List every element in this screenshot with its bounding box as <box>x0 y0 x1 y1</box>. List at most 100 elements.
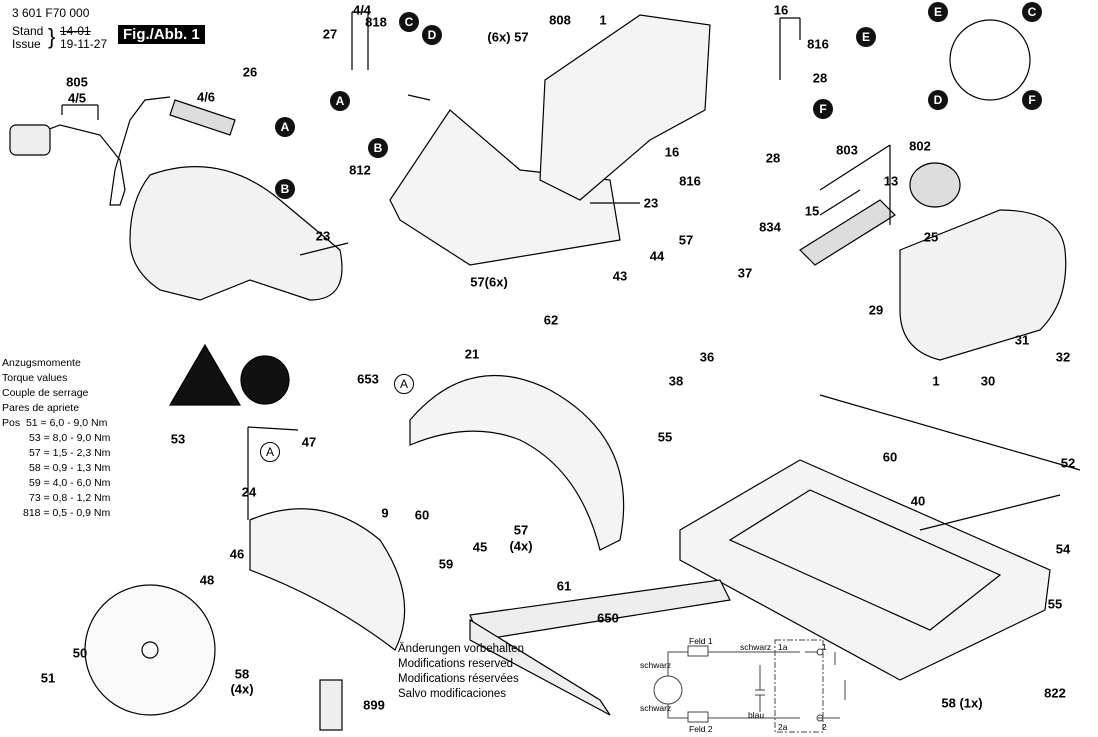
part-label: 54 <box>1055 541 1071 557</box>
part-label: 23 <box>315 228 331 244</box>
bearing-ring <box>949 19 1031 101</box>
power-cord <box>19 96 171 206</box>
part-label: 816 <box>679 173 701 189</box>
connection-marker: B <box>368 138 388 158</box>
connection-marker: F <box>1022 90 1042 110</box>
part-label: 834 <box>759 219 781 235</box>
motor-housing <box>899 209 1067 361</box>
schematic-blau: blau <box>748 710 765 720</box>
part-label: 51 <box>40 670 56 686</box>
torque-value: 51 = 6,0 - 9,0 Nm <box>25 417 108 429</box>
note: Salvo modificaciones <box>398 688 507 700</box>
part-label: 36 <box>699 349 715 365</box>
schematic-1: 1 <box>822 642 827 652</box>
wiring-schematic <box>653 639 846 733</box>
part-label: 45 <box>472 539 488 555</box>
part-label: 60 <box>882 449 898 465</box>
connection-marker: A <box>275 117 295 137</box>
warning-icon <box>168 343 242 406</box>
part-label: 58 <box>234 666 250 682</box>
part-label: 57 <box>678 232 694 248</box>
part-label: 805 <box>66 74 88 90</box>
torque-title-en: Torque values <box>2 372 68 384</box>
housing-half-left <box>389 109 621 266</box>
figure-label: Fig./Abb. 1 <box>118 25 205 44</box>
connection-marker: D <box>422 25 442 45</box>
stand-value: 14-01 <box>60 24 91 38</box>
note: Änderungen vorbehalten <box>398 643 524 655</box>
handle <box>129 166 343 301</box>
part-label: 32 <box>1055 349 1071 365</box>
part-label: 818 <box>365 14 387 30</box>
part-label: 653 <box>357 371 379 387</box>
field-coil <box>909 162 961 208</box>
torque-value: 53 = 8,0 - 9,0 Nm <box>29 432 111 444</box>
part-label: 52 <box>1060 455 1076 471</box>
connection-marker: E <box>928 2 948 22</box>
torque-values: Anzugsmomente Torque values Couple de se… <box>2 356 110 521</box>
cord-sleeve <box>169 99 236 136</box>
part-label: 23 <box>643 195 659 211</box>
connection-marker: E <box>856 27 876 47</box>
torque-title-de: Anzugsmomente <box>2 357 81 369</box>
part-label: 803 <box>836 142 858 158</box>
brace: } <box>48 24 56 49</box>
note: Modifications réservées <box>398 673 519 685</box>
torque-title-fr: Couple de serrage <box>2 387 89 399</box>
part-label: 4/6 <box>196 89 216 105</box>
schematic-feld1: Feld 1 <box>689 636 713 646</box>
note: Modifications reserved <box>398 658 514 670</box>
part-label: 21 <box>464 346 480 362</box>
part-label: 4/4 <box>352 2 372 18</box>
schematic-1a: 1a <box>778 642 788 652</box>
part-label: (4x) <box>509 538 533 554</box>
read-manual-icon <box>240 355 290 405</box>
issue-label: Issue <box>12 37 41 51</box>
part-label: 9 <box>381 505 389 521</box>
schematic-schwarz-left-top: schwarz <box>640 660 672 670</box>
part-label: 55 <box>657 429 673 445</box>
part-label: 43 <box>612 268 628 284</box>
part-label: 13 <box>883 173 899 189</box>
connection-marker: A <box>330 91 350 111</box>
torque-title-es: Pares de apriete <box>2 402 80 414</box>
part-label: 822 <box>1044 685 1066 701</box>
part-label: (6x) 57 <box>487 29 529 45</box>
part-label: (4x) <box>230 681 254 697</box>
torque-value: 57 = 1,5 - 2,3 Nm <box>29 447 111 459</box>
part-label: 28 <box>812 70 828 86</box>
part-label: 816 <box>807 36 829 52</box>
part-label: 57 <box>513 522 529 538</box>
part-label: 802 <box>909 138 931 154</box>
part-label: 1 <box>932 373 940 389</box>
grease-tube <box>319 679 343 731</box>
blade-guard <box>409 374 625 551</box>
connection-marker: C <box>1022 2 1042 22</box>
torque-value: 58 = 0,9 - 1,3 Nm <box>29 462 111 474</box>
part-label: 30 <box>980 373 996 389</box>
torque-value: 73 = 0,8 - 1,2 Nm <box>29 492 111 504</box>
part-label: 37 <box>737 265 753 281</box>
part-label: 58 (1x) <box>941 695 983 711</box>
part-label: 55 <box>1047 596 1063 612</box>
part-label: 53 <box>170 431 186 447</box>
part-label: 25 <box>923 229 939 245</box>
issue-value: 19-11-27 <box>60 37 108 51</box>
connection-marker: B <box>275 179 295 199</box>
part-label: 16 <box>664 144 680 160</box>
part-label: 1 <box>599 12 607 28</box>
lower-guard <box>249 508 406 651</box>
plug <box>9 124 51 156</box>
part-label: 899 <box>363 697 385 713</box>
schematic-schwarz-top: schwarz <box>740 642 772 652</box>
schematic-2: 2 <box>822 722 827 732</box>
part-label: 46 <box>229 546 245 562</box>
connection-marker: D <box>928 90 948 110</box>
part-number: 3 601 F70 000 <box>12 6 90 20</box>
part-label: 40 <box>910 493 926 509</box>
part-label: 24 <box>241 484 257 500</box>
part-label: 27 <box>322 26 338 42</box>
part-label: 26 <box>242 64 258 80</box>
connection-marker: C <box>399 12 419 32</box>
